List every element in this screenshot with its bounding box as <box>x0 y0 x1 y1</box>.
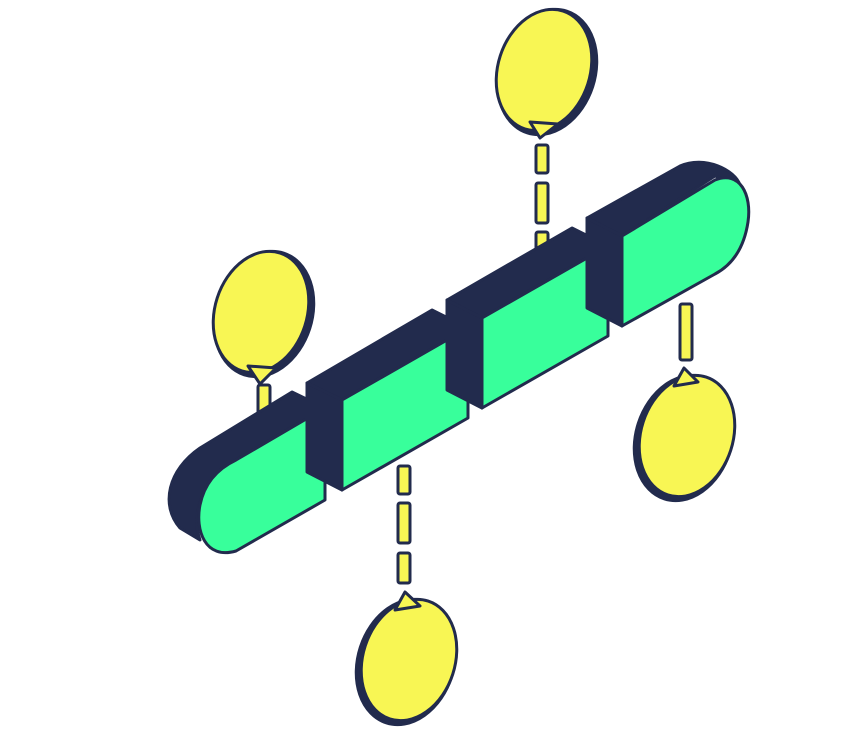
connector-top <box>534 143 550 260</box>
connector-lower-right <box>678 302 694 362</box>
timeline-bar <box>167 160 751 555</box>
timeline-segment-1 <box>167 390 327 555</box>
connector-lower-center <box>396 464 412 585</box>
timeline-segment-4 <box>585 160 751 328</box>
speech-bubble-top <box>494 7 599 140</box>
speech-bubble-upper-left <box>211 249 316 386</box>
speech-bubble-lower-center <box>354 590 459 727</box>
timeline-segment-3 <box>445 226 610 410</box>
speech-bubble-lower-right <box>632 366 737 503</box>
timeline-segment-2 <box>305 308 470 492</box>
